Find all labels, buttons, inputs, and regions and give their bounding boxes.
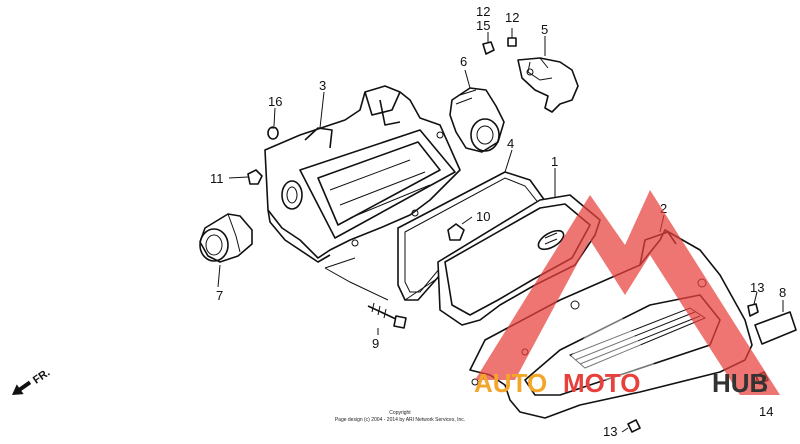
bolt-9 [367, 302, 407, 329]
watermark-hub: HUB [712, 368, 768, 398]
copyright-notice: Page design (c) 2004 - 2014 by ARI Netwo… [335, 417, 465, 423]
callout-14: 14 [759, 404, 773, 419]
callout-11: 11 [210, 171, 224, 186]
callout-12-right: 12 [505, 10, 519, 25]
callout-15: 15 [476, 18, 490, 33]
clip-11 [247, 169, 263, 185]
direction-label: FR. [31, 367, 52, 387]
air-cleaner-case [264, 85, 461, 263]
screw-13-lower [627, 419, 641, 433]
callout-2: 2 [660, 201, 667, 216]
copyright-title: Copyright [389, 410, 411, 416]
leader-lines [217, 28, 784, 433]
intake-duct [199, 213, 253, 263]
callout-9: 9 [372, 336, 379, 351]
watermark-auto: AUTO [474, 368, 547, 398]
callout-3: 3 [319, 78, 326, 93]
callout-6: 6 [460, 54, 467, 69]
callout-8: 8 [779, 285, 786, 300]
mount-bracket [517, 57, 579, 113]
callout-7: 7 [216, 288, 223, 303]
front-direction-arrow: FR. [12, 367, 52, 395]
callout-5: 5 [541, 22, 548, 37]
callout-16: 16 [268, 94, 282, 109]
callout-1: 1 [551, 154, 558, 169]
screw-10 [447, 223, 465, 241]
callout-4: 4 [507, 136, 514, 151]
connecting-tube [449, 87, 505, 153]
watermark-moto: MOTO [563, 368, 641, 398]
callout-10: 10 [476, 209, 490, 224]
callout-13-lower: 13 [603, 424, 617, 439]
screw-12 [507, 37, 517, 47]
grommet-16 [267, 126, 279, 140]
screw-12-15 [482, 41, 495, 55]
watermark-triangle [475, 190, 780, 395]
watermark-text: AUTO MOTO HUB [474, 368, 768, 398]
callout-13-upper: 13 [750, 280, 764, 295]
watermark-logo [475, 190, 780, 395]
caution-label-8 [754, 311, 797, 345]
callout-12-left: 12 [476, 4, 490, 19]
screw-13-upper [747, 303, 759, 317]
